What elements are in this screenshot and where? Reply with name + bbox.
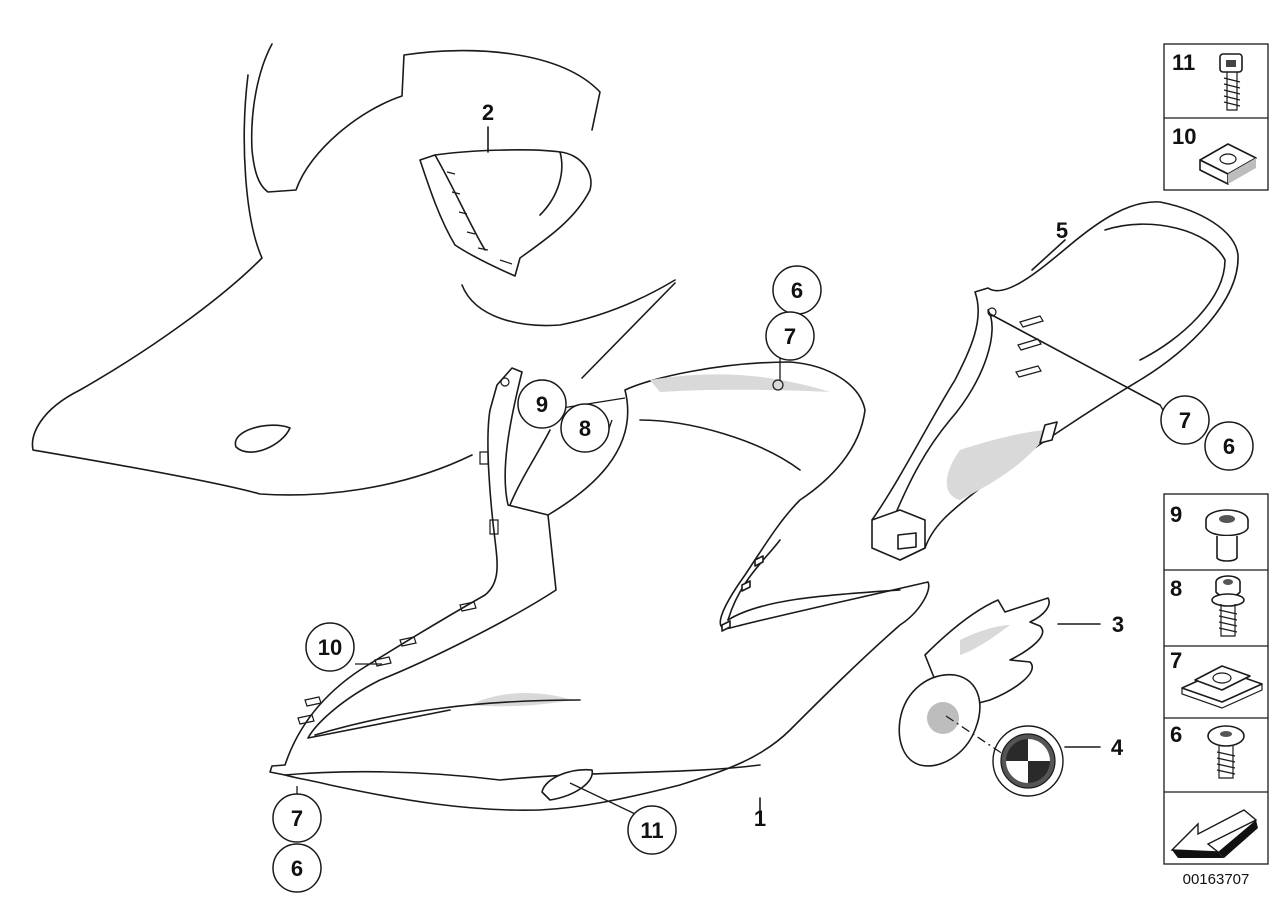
svg-text:8: 8 bbox=[1170, 576, 1182, 601]
part-1-side-fairing bbox=[269, 361, 930, 823]
svg-text:7: 7 bbox=[1170, 648, 1182, 673]
svg-text:11: 11 bbox=[640, 818, 663, 843]
label-part-4: 4 bbox=[1111, 735, 1124, 760]
callout-9: 9 bbox=[517, 379, 567, 429]
svg-text:6: 6 bbox=[1223, 434, 1235, 459]
legend-item-8: 8 bbox=[1170, 575, 1245, 637]
svg-text:10: 10 bbox=[1172, 124, 1196, 149]
svg-text:6: 6 bbox=[291, 856, 303, 881]
svg-text:9: 9 bbox=[1170, 502, 1182, 527]
legend-item-10: 10 bbox=[1172, 124, 1257, 185]
callout-8: 8 bbox=[560, 403, 610, 453]
square-nut-icon bbox=[1199, 143, 1257, 185]
legend-item-9: 9 bbox=[1170, 502, 1249, 562]
callout-7-bottom: 7 bbox=[272, 793, 322, 843]
label-part-1: 1 bbox=[754, 806, 766, 831]
svg-text:6: 6 bbox=[791, 278, 803, 303]
callout-6-right: 6 bbox=[1204, 421, 1254, 471]
legend-item-6: 6 bbox=[1170, 722, 1245, 779]
callout-6-bottom: 6 bbox=[272, 843, 322, 893]
screw-icon bbox=[1219, 53, 1243, 111]
svg-text:7: 7 bbox=[291, 806, 303, 831]
callout-7-top: 7 bbox=[765, 311, 815, 361]
part-5-side-duct bbox=[871, 201, 1239, 561]
callout-11: 11 bbox=[627, 805, 677, 855]
legend-bottom: 9 8 7 bbox=[1163, 493, 1269, 865]
svg-text:9: 9 bbox=[536, 392, 548, 417]
svg-text:8: 8 bbox=[579, 416, 591, 441]
socket-screw-icon bbox=[1211, 575, 1245, 637]
label-part-2: 2 bbox=[482, 100, 494, 125]
legend-item-arrow bbox=[1170, 809, 1258, 858]
part-4-bmw-badge bbox=[898, 673, 1101, 797]
legend-item-7: 7 bbox=[1170, 648, 1263, 709]
collar-screw-icon bbox=[1205, 509, 1249, 562]
svg-text:7: 7 bbox=[784, 324, 796, 349]
clip-nut-icon bbox=[1181, 665, 1263, 709]
label-part-3: 3 bbox=[1112, 612, 1124, 637]
callout-6-top: 6 bbox=[772, 265, 822, 315]
svg-text:11: 11 bbox=[1172, 50, 1195, 75]
label-part-5: 5 bbox=[1056, 218, 1068, 243]
tank-outline bbox=[31, 43, 676, 496]
callout-7-right: 7 bbox=[1160, 395, 1210, 445]
arrow-icon bbox=[1170, 809, 1258, 858]
part-2-air-duct bbox=[419, 126, 592, 277]
legend-item-11: 11 bbox=[1172, 50, 1243, 111]
document-number: 00163707 bbox=[1183, 871, 1250, 888]
callout-10: 10 bbox=[305, 622, 355, 672]
svg-text:10: 10 bbox=[318, 635, 342, 660]
svg-text:6: 6 bbox=[1170, 722, 1182, 747]
pan-head-screw-icon bbox=[1207, 725, 1245, 779]
svg-text:7: 7 bbox=[1179, 408, 1191, 433]
legend-top: 11 10 bbox=[1163, 43, 1269, 191]
